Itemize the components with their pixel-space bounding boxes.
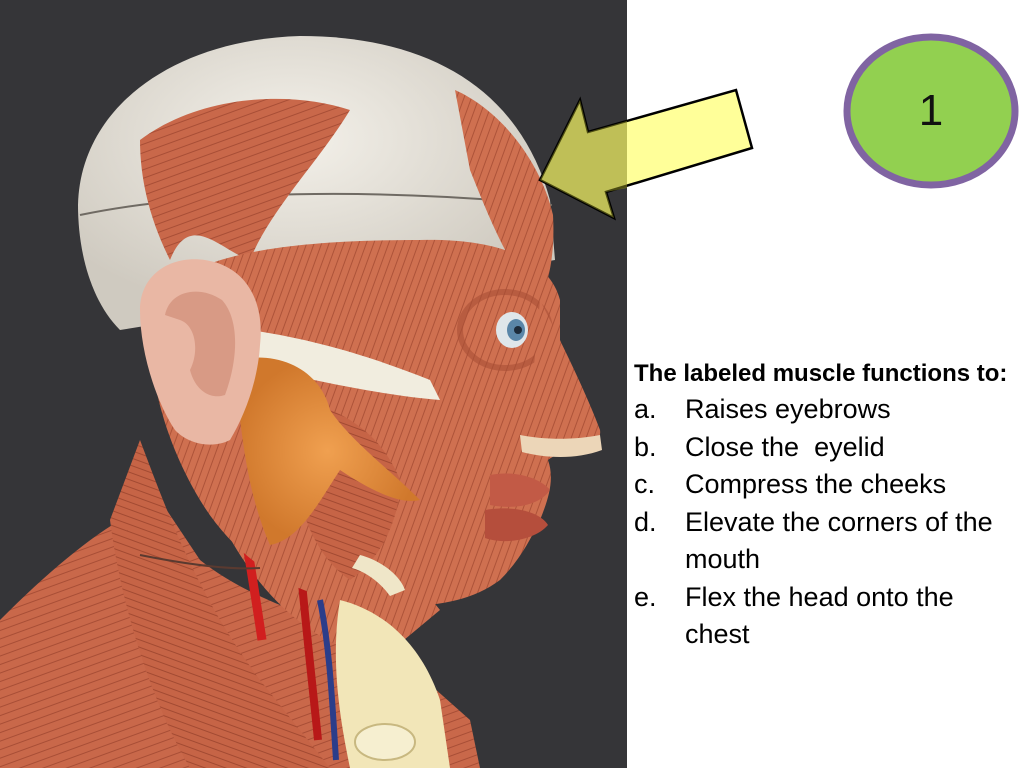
badge-number: 1 [918,86,944,135]
number-badge [843,33,1019,189]
anatomy-head-photo [0,0,627,768]
option-letter: c. [634,469,656,499]
question-block: The labeled muscle functions to: a. Rais… [634,356,1018,654]
option-letter: e. [634,581,657,612]
answer-option-a: a. Raises eyebrows [634,391,1018,429]
answer-option-c: c. Compress the cheeks [634,466,1018,504]
answer-option-e: e. Flex the head onto the chest [634,579,1018,654]
option-letter: b. [634,431,657,462]
option-text: Flex the head onto the chest [685,581,954,650]
answer-options: a. Raises eyebrows b. Close the eyelid c… [634,391,1018,654]
answer-option-b: b. Close the eyelid [634,429,1018,467]
option-letter: a. [634,394,657,424]
option-text: Compress the cheeks [685,469,947,499]
option-text: Raises eyebrows [685,394,891,424]
option-text: Elevate the corners of the mouth [685,506,993,575]
answer-option-d: d. Elevate the corners of the mouth [634,504,1018,579]
option-text: Close the eyelid [685,431,885,462]
question-title: The labeled muscle functions to: [634,360,1008,387]
option-letter: d. [634,506,657,537]
pointer-arrow [530,80,760,230]
